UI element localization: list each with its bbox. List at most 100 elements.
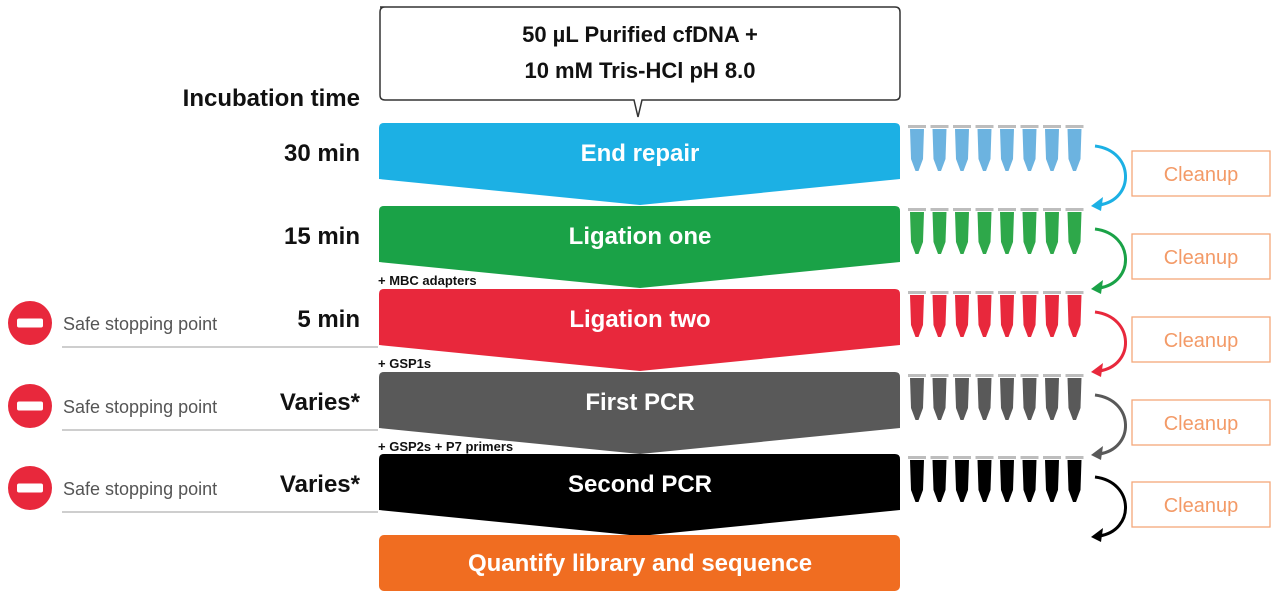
tube (955, 378, 969, 420)
tube (1045, 378, 1059, 420)
cleanup-box (1131, 316, 1271, 363)
tube-cap (930, 125, 949, 128)
cleanup-label: Cleanup (1164, 247, 1239, 269)
tube-cap (1020, 125, 1039, 128)
tube-cap (1043, 291, 1061, 294)
cleanup-arrow (1094, 144, 1127, 207)
cleanup-arrow (1094, 475, 1127, 538)
tube (932, 129, 947, 171)
cleanup-box (1131, 399, 1271, 446)
tube-strip (908, 125, 1084, 171)
cleanup-label: Cleanup (1164, 495, 1239, 517)
tube (910, 129, 924, 171)
final-step: Quantify library and sequence (379, 535, 900, 591)
tube (955, 129, 969, 171)
stop-icon-bar (17, 401, 43, 411)
tube (1045, 460, 1059, 502)
tube (1067, 212, 1082, 254)
tube (910, 460, 924, 502)
tube-cap (1020, 456, 1039, 459)
tube-cap (930, 456, 949, 459)
safe-stopping-point: Safe stopping point (8, 301, 378, 348)
input-line-1: 50 µL Purified cfDNA + (522, 22, 758, 47)
tube (955, 460, 969, 502)
safe-stop-label: Safe stopping point (63, 314, 217, 334)
step-label: End repair (581, 140, 700, 167)
step-label: Ligation two (569, 306, 710, 333)
tube-cap (998, 374, 1016, 377)
step-shape (379, 454, 900, 536)
tube-cap (1043, 208, 1061, 211)
cleanup-label: Cleanup (1164, 413, 1239, 435)
tube-cap (930, 208, 949, 211)
tube-cap (1065, 125, 1084, 128)
reagent-note: + GSP2s + P7 primers (378, 439, 513, 454)
tube-cap (1020, 208, 1039, 211)
incubation-time: 30 min (284, 140, 360, 167)
tube-cap (908, 125, 926, 128)
arrowhead (1091, 528, 1103, 542)
tube (955, 212, 969, 254)
tube-cap (953, 456, 971, 459)
reagent-note: + MBC adapters (378, 273, 477, 288)
step-shape (379, 123, 900, 205)
tube-strip (908, 291, 1084, 337)
tube (932, 212, 947, 254)
tube-cap (908, 456, 926, 459)
tube (1067, 295, 1082, 337)
tube-cap (1065, 374, 1084, 377)
tube (977, 129, 992, 171)
tube (1022, 295, 1037, 337)
tube (1045, 212, 1059, 254)
tube-cap (975, 208, 994, 211)
cleanup-arrow (1094, 310, 1127, 373)
tube-cap (998, 456, 1016, 459)
final-step-label: Quantify library and sequence (468, 550, 812, 577)
tube (977, 460, 992, 502)
tube (910, 378, 924, 420)
tube-strip (908, 374, 1084, 420)
input-line-2: 10 mM Tris-HCl pH 8.0 (524, 58, 755, 83)
arrowhead (1091, 280, 1103, 294)
safe-stop-label: Safe stopping point (63, 397, 217, 417)
tube-cap (998, 291, 1016, 294)
tube-cap (1065, 291, 1084, 294)
tube (977, 295, 992, 337)
cleanup-box (1131, 233, 1271, 280)
tube (1045, 295, 1059, 337)
tube (910, 295, 924, 337)
tube (910, 212, 924, 254)
tube-cap (908, 291, 926, 294)
tube (1000, 378, 1014, 420)
stop-icon-bar (17, 318, 43, 328)
cleanup-box (1131, 150, 1271, 197)
cleanup-label: Cleanup (1164, 164, 1239, 186)
incubation-time-header: Incubation time (183, 85, 360, 112)
tube (977, 212, 992, 254)
incubation-time: Varies* (280, 471, 361, 498)
safe-stopping-point: Safe stopping point (8, 384, 378, 431)
arrowhead (1091, 363, 1103, 377)
cleanup-label: Cleanup (1164, 330, 1239, 352)
tube (1067, 378, 1082, 420)
tube-cap (975, 291, 994, 294)
tube (1045, 129, 1059, 171)
step-shape (379, 206, 900, 288)
tube-cap (1020, 374, 1039, 377)
tube-cap (953, 291, 971, 294)
safe-stop-label: Safe stopping point (63, 479, 217, 499)
tube (955, 295, 969, 337)
tube (1000, 295, 1014, 337)
tube (1000, 460, 1014, 502)
tube-cap (975, 374, 994, 377)
tube (1000, 129, 1014, 171)
cleanup-arrow (1094, 393, 1127, 456)
incubation-time: Varies* (280, 389, 361, 416)
tube-cap (1043, 374, 1061, 377)
tube-cap (953, 125, 971, 128)
cleanup-box (1131, 481, 1271, 528)
